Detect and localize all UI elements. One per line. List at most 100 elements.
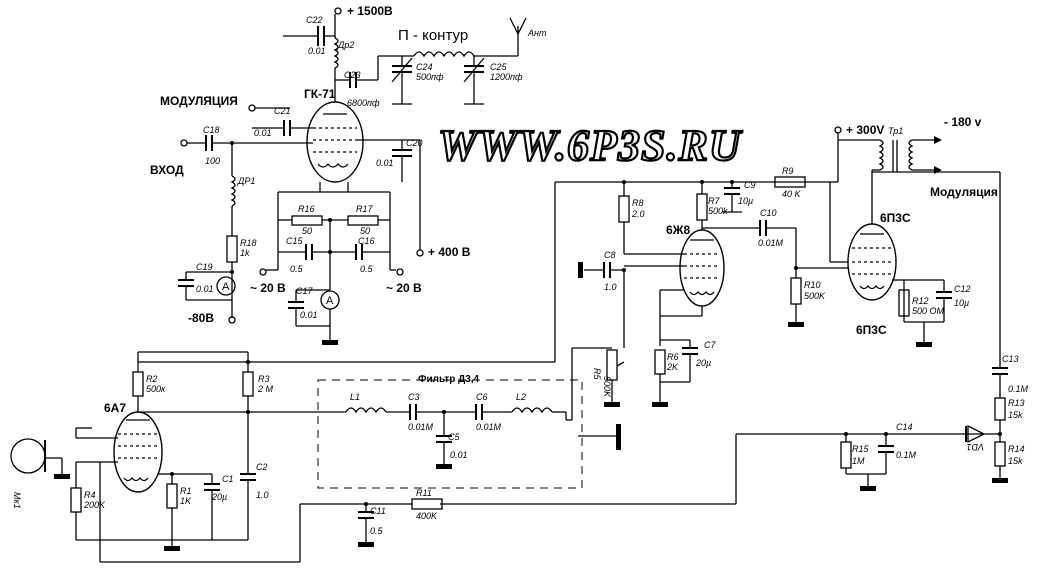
r1-label: R1: [180, 486, 192, 496]
r4-label: R4: [84, 490, 96, 500]
c2-label: C2: [256, 462, 268, 472]
r8-resistor: [618, 195, 630, 223]
r2-resistor: [132, 371, 144, 397]
r9-label: R9: [782, 166, 794, 176]
ac20-right-label: ~ 20 В: [386, 281, 422, 295]
modulator-stage: + 300V Тр1 - 180 v Модуляция 6П3С 6П3С: [440, 115, 1029, 505]
r11-value: 400K: [416, 511, 438, 521]
dr2-choke: [333, 37, 339, 69]
r1-resistor: [166, 483, 178, 509]
filter-boundary: [317, 379, 583, 489]
antenna-label: Ант: [527, 28, 547, 38]
tr1-primary: [878, 139, 884, 171]
tr1-label: Тр1: [888, 126, 903, 136]
r18-value: 1k: [240, 248, 250, 258]
filter-title: Фильтр Д3,4: [418, 374, 480, 385]
r6-resistor: [654, 349, 666, 375]
r17-value: 50: [360, 226, 370, 236]
c25-label: C25: [490, 62, 508, 72]
c19-label: C19: [196, 262, 213, 272]
c12-label: C12: [954, 284, 971, 294]
r6-value: 2K: [666, 362, 679, 372]
hv-label: + 1500В: [347, 4, 393, 18]
c21-value: 0.01: [254, 128, 272, 138]
c10-label: C10: [760, 208, 777, 218]
c23-label: C23: [344, 70, 361, 80]
watermark: WWW.6P3S.RU: [438, 121, 743, 170]
ammeter-center-label: A: [326, 295, 334, 307]
c9-value: 10µ: [738, 196, 753, 206]
microphone-icon: [10, 438, 46, 474]
filter-block: Фильтр Д3,4 L1 C3 0.01M C5 0.01 C6 0.01M…: [317, 374, 621, 489]
c17-value: 0.01: [300, 310, 318, 320]
r17-resistor: [347, 215, 379, 226]
c21-label: C21: [274, 106, 291, 116]
r14-label: R14: [1008, 444, 1025, 454]
r11-resistor: [411, 498, 443, 510]
6a7-label: 6А7: [104, 401, 126, 415]
dr1-label: ДР1: [237, 176, 255, 186]
tr1-secondary: [908, 139, 914, 171]
plus400-label: + 400 В: [428, 245, 471, 259]
dr2-label: Др2: [337, 40, 354, 50]
c22-label: C22: [306, 15, 323, 25]
6p3s-top-label: 6П3С: [880, 211, 911, 225]
minus80-label: -80В: [188, 311, 214, 325]
c1-label: C1: [222, 474, 234, 484]
l1-label: L1: [350, 392, 360, 402]
driver-stage: R9 40 K C9 10µ R7 500k 6Ж8 R8 2.0: [554, 166, 850, 420]
c24-label: C24: [416, 62, 433, 72]
r10-resistor: [790, 277, 802, 305]
r4-value: 200K: [83, 500, 106, 510]
pi-circuit-title: П - контур: [398, 27, 468, 44]
hv-terminal-icon: [334, 7, 342, 15]
c18-value: 100: [205, 156, 220, 166]
r7-resistor: [696, 193, 708, 221]
c10-value: 0.01M: [758, 238, 784, 248]
ground-icon: [322, 340, 338, 345]
r18-resistor: [226, 235, 238, 263]
vd1-label: VD1: [966, 442, 984, 452]
c13-value: 0.1M: [1008, 384, 1029, 394]
c20-label: C20: [406, 138, 423, 148]
c8-value: 1.0: [604, 282, 617, 292]
c5-value: 0.01: [450, 450, 468, 460]
c9-label: C9: [744, 180, 756, 190]
input-label: ВХОД: [150, 163, 184, 177]
c24-value: 500пф: [416, 72, 444, 82]
c7-label: C7: [704, 340, 716, 350]
r16-value: 50: [302, 226, 312, 236]
r7-value: 500k: [708, 206, 728, 216]
r1-value: 1K: [180, 496, 192, 506]
r13-value: 15k: [1008, 410, 1023, 420]
r9-resistor: [774, 176, 806, 188]
r16-label: R16: [298, 204, 315, 214]
c7-value: 20µ: [695, 358, 711, 368]
c1-value: 20µ: [211, 492, 227, 502]
c17-label: C17: [296, 286, 314, 296]
l2-label: L2: [516, 392, 526, 402]
r12-value: 500 ОМ: [912, 306, 945, 316]
output-stage: C22 0.01 + 1500В Др2 C23 6800пф Ант П - …: [150, 4, 547, 345]
6zh8-label: 6Ж8: [666, 223, 691, 237]
c13-label: C13: [1002, 354, 1019, 364]
r12-label: R12: [912, 296, 929, 306]
c16-label: C16: [358, 236, 375, 246]
gk71-tube: [306, 101, 364, 183]
r15-value: 1M: [852, 456, 865, 466]
r15-resistor: [840, 441, 852, 469]
c15-label: C15: [286, 236, 304, 246]
c20-value: 0.01: [376, 158, 394, 168]
r18-label: R18: [240, 238, 257, 248]
r8-label: R8: [632, 198, 644, 208]
pi-coil: [413, 51, 475, 58]
c12-value: 10µ: [954, 298, 969, 308]
plus300-label: + 300V: [846, 123, 884, 137]
r12-resistor: [898, 289, 910, 317]
r14-value: 15k: [1008, 456, 1023, 466]
r16-resistor: [291, 215, 323, 226]
c14-value: 0.1M: [896, 450, 917, 460]
gk71-label: ГК-71: [304, 87, 336, 101]
vd1-diode-icon: [967, 424, 986, 444]
c6-label: C6: [476, 392, 488, 402]
